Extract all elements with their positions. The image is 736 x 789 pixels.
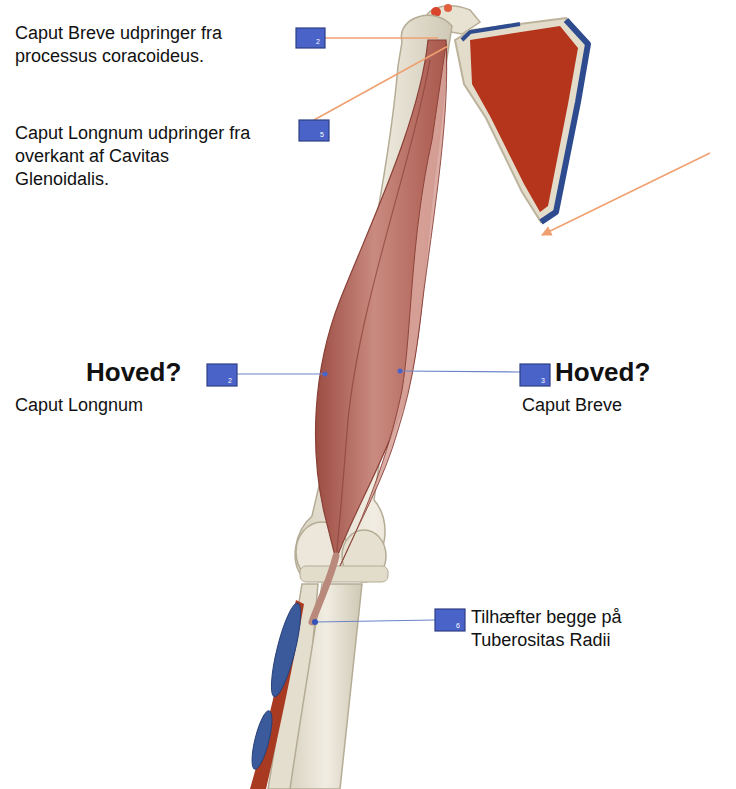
leader-dot: [398, 369, 403, 374]
part-name: Caput Longnum: [15, 394, 215, 417]
leader-dot: [312, 619, 318, 625]
callout-number: 3: [541, 377, 550, 384]
leader-arrow: [542, 153, 710, 235]
callout-number: 6: [456, 622, 465, 629]
leader-line: [237, 373, 325, 374]
scapula: [455, 18, 588, 222]
part-name: Caput Breve: [522, 394, 702, 417]
leader-line: [400, 371, 520, 372]
note-text: Caput Longnum udpringer fra overkant af …: [15, 122, 253, 191]
origin-dot: [444, 4, 452, 12]
biceps-muscle: [312, 40, 447, 622]
note-text: Tilhæfter begge på Tuberositas Radii: [471, 606, 701, 652]
note-text: Caput Breve udpringer fra processus cora…: [15, 22, 295, 68]
callout-number: 2: [316, 38, 325, 45]
question-text: Hoved?: [555, 356, 671, 389]
leader-line: [314, 46, 448, 120]
leader-line: [325, 37, 438, 39]
callout-number: 2: [228, 377, 237, 384]
callout-number: 5: [320, 131, 329, 138]
forearm-bones: [248, 584, 362, 789]
answer-boxes: [207, 28, 550, 631]
humerus: [295, 15, 452, 576]
leader-dot: [323, 372, 328, 377]
leader-line: [315, 620, 435, 622]
question-text: Hoved?: [86, 356, 202, 389]
